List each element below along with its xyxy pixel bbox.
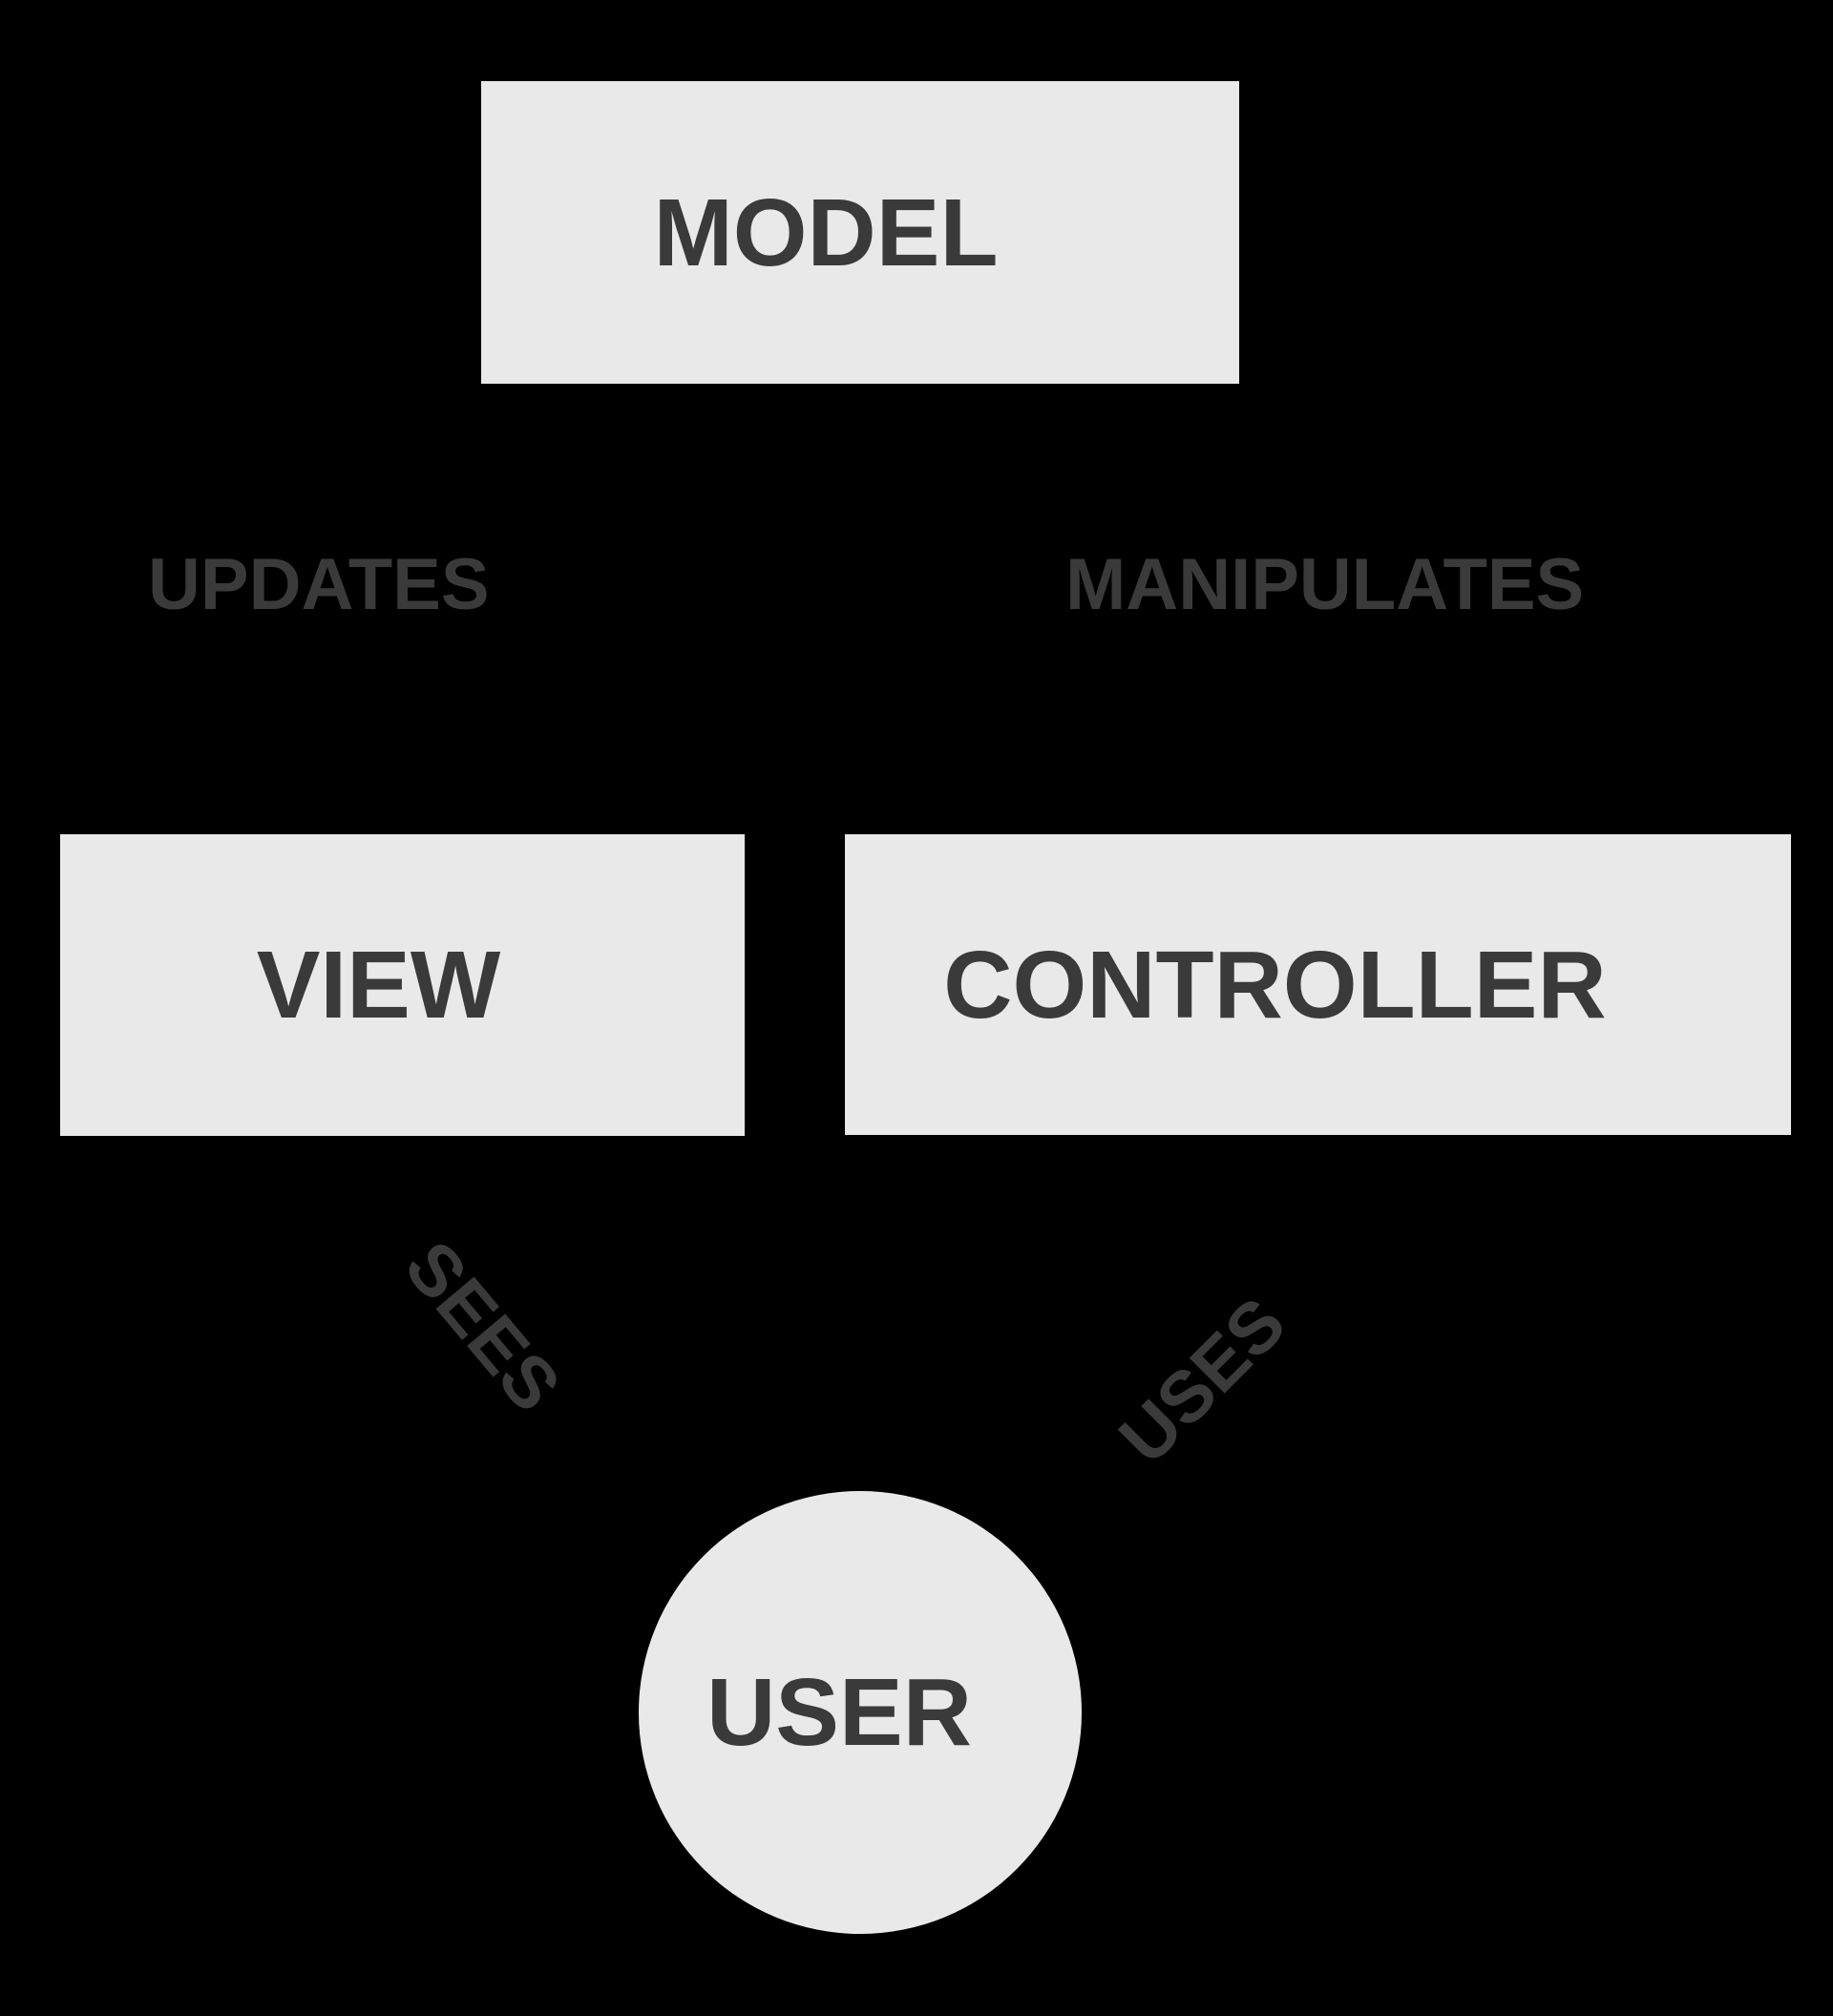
manipulates-edge-label: MANIPULATES [1065, 544, 1585, 625]
controller-node: CONTROLLER [845, 834, 1791, 1135]
updates-edge-label: UPDATES [148, 544, 490, 625]
user-node-label: USER [706, 1659, 972, 1766]
sees-edge-label: SEES [389, 1226, 577, 1427]
user-node: USER [639, 1491, 1082, 1934]
model-node: MODEL [481, 81, 1239, 384]
model-node-label: MODEL [653, 178, 999, 286]
view-node: VIEW [60, 834, 745, 1136]
uses-edge-label: USES [1104, 1282, 1301, 1480]
view-node-label: VIEW [256, 932, 501, 1039]
controller-node-label: CONTROLLER [943, 931, 1607, 1039]
